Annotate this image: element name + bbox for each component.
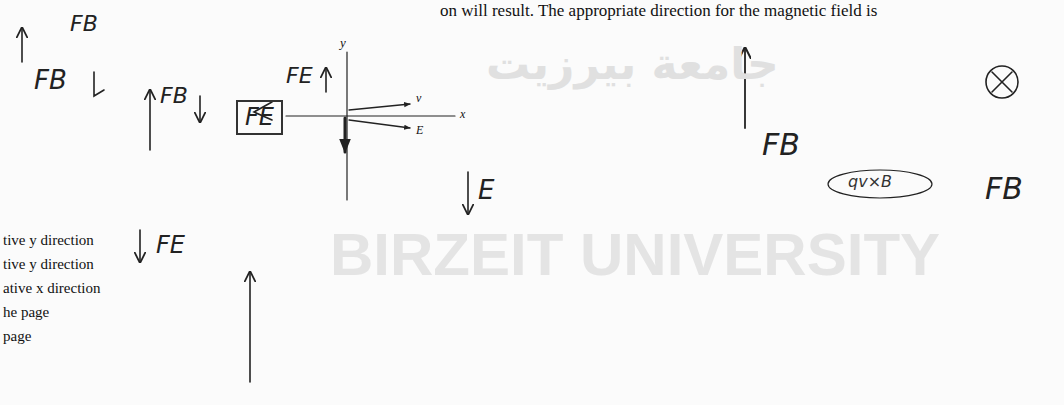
hand-note: FB [985, 172, 1023, 205]
hand-note: FB [34, 66, 67, 95]
hand-note: qv×B [848, 173, 892, 191]
hand-arrow [249, 272, 251, 382]
vector-label: v [416, 92, 421, 105]
hand-note: FB [160, 84, 188, 108]
hand-note: E [478, 176, 494, 205]
x-axis [286, 115, 455, 116]
question-text: on will result. The appropriate directio… [440, 2, 877, 21]
hand-note: FE [245, 104, 274, 130]
into-page-symbol [986, 66, 1018, 98]
hand-note: FB [762, 128, 800, 161]
hand-note: FB [70, 12, 98, 36]
hand-arrow [21, 28, 23, 62]
answer-option: tive y direction [3, 256, 94, 273]
y-axis [346, 52, 347, 200]
force-arrow [344, 118, 347, 152]
hand-note: FE [156, 232, 185, 258]
answer-option: tive y direction [3, 232, 94, 249]
field-vector [349, 120, 410, 128]
axis-label: y [340, 36, 346, 50]
boxed-note: FE [236, 100, 283, 135]
hand-arrow [149, 90, 151, 150]
answer-option: page [3, 328, 31, 345]
into-page-symbol [992, 72, 1012, 92]
vector-label: E [416, 124, 423, 137]
hand-arrow [467, 172, 469, 214]
velocity-vector [349, 104, 410, 110]
watermark: جامعة بيرزيت [486, 40, 779, 88]
axis-label: x [460, 108, 465, 121]
answer-option: he page [3, 304, 49, 321]
answer-option: ative x direction [3, 280, 100, 297]
hand-arrow [325, 68, 327, 92]
hand-stroke [94, 72, 104, 96]
hand-note: FE [286, 64, 313, 88]
scribble [828, 170, 932, 198]
into-page-symbol [992, 72, 1012, 92]
hand-arrow [139, 230, 141, 262]
hand-arrow [199, 96, 201, 122]
watermark: BIRZEIT UNIVERSITY [330, 222, 940, 288]
